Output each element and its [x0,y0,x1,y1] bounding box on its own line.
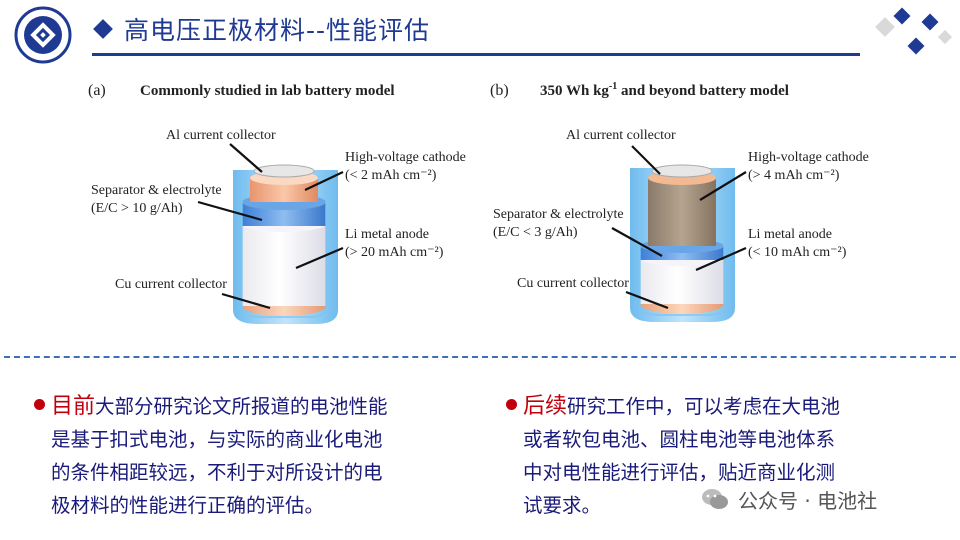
label-a-cathode-capacity: (< 2 mAh cm⁻²) [345,168,437,183]
left-line-2: 是基于扣式电池，与实际的商业化电池 [51,428,383,451]
commercial-battery-illustration [630,164,735,322]
right-line-3: 中对电性能进行评估，贴近商业化测 [523,461,836,484]
label-b-cathode-capacity: (> 4 mAh cm⁻²) [748,168,840,183]
dashed-divider [4,356,956,358]
wechat-icon [702,489,728,509]
label-b-separator: Separator & electrolyte [493,207,624,222]
left-lead: 目前 [51,394,96,419]
left-paragraph: 目前大部分研究论文所报道的电池性能 是基于扣式电池，与实际的商业化电池 的条件相… [34,390,484,522]
label-b-separator-ec: (E/C < 3 g/Ah) [493,225,578,240]
panel-b: (b) 350 Wh kg-1 and beyond battery model… [490,81,869,322]
left-line-3: 的条件相距较远，不利于对所设计的电 [51,461,383,484]
red-bullet-icon [506,399,517,410]
label-b-cu-collector: Cu current collector [517,276,629,291]
page-title: 高电压正极材料--性能评估 [124,16,431,45]
panel-b-tag: (b) [490,82,509,99]
label-a-separator-ec: (E/C > 10 g/Ah) [91,201,183,216]
label-a-separator: Separator & electrolyte [91,183,222,198]
panel-a-tag: (a) [88,82,106,99]
label-a-cu-collector: Cu current collector [115,277,227,292]
watermark: 公众号 · 电池社 [700,482,877,516]
panel-a: (a) Commonly studied in lab battery mode… [88,82,466,324]
label-a-cathode: High-voltage cathode [345,150,466,165]
label-b-anode-capacity: (< 10 mAh cm⁻²) [748,245,847,260]
label-b-anode: Li metal anode [748,227,832,242]
title-bar: 高电压正极材料--性能评估 [93,10,431,48]
watermark-text: 公众号 · 电池社 [738,488,878,513]
lab-battery-illustration [233,164,338,324]
right-line-2: 或者软包电池、圆柱电池等电池体系 [523,428,836,451]
label-b-al-collector: Al current collector [566,128,676,143]
right-line-4: 试要求。 [523,494,602,517]
right-lead: 后续 [523,394,568,419]
panel-a-heading: Commonly studied in lab battery model [140,83,395,99]
right-paragraph: 后续研究工作中，可以考虑在大电池 或者软包电池、圆柱电池等电池体系 中对电性能进… [506,390,936,522]
right-line-1: 后续研究工作中，可以考虑在大电池 [506,390,936,423]
red-bullet-icon [34,399,45,410]
label-a-anode: Li metal anode [345,227,429,242]
university-logo [14,6,72,64]
left-line-4: 极材料的性能进行正确的评估。 [51,494,325,517]
label-a-anode-capacity: (> 20 mAh cm⁻²) [345,245,444,260]
title-underline [92,53,860,56]
panel-b-heading: 350 Wh kg-1 and beyond battery model [540,81,789,99]
left-line-1: 目前大部分研究论文所报道的电池性能 [34,390,484,423]
label-a-al-collector: Al current collector [166,128,276,143]
battery-model-figure: (a) Commonly studied in lab battery mode… [88,81,869,324]
label-b-cathode: High-voltage cathode [748,150,869,165]
decorative-diamonds-icon [875,7,953,55]
diamond-bullet-icon [93,19,113,39]
